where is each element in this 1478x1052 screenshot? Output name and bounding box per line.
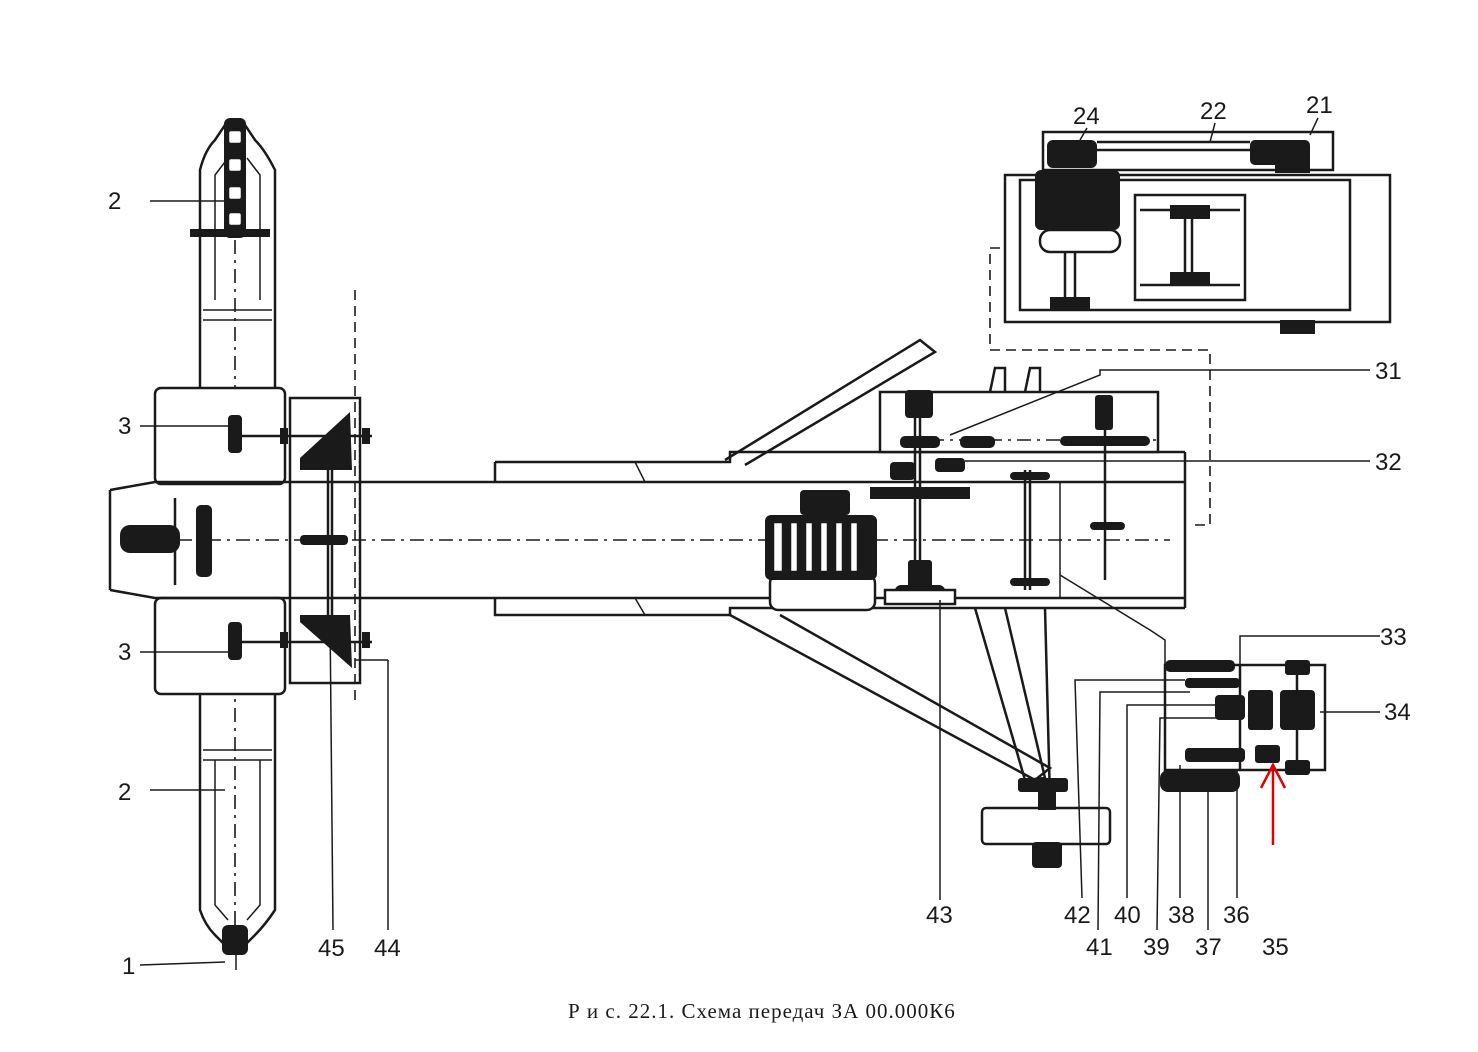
label-37: 37 <box>1195 934 1222 961</box>
label-3-top: 3 <box>118 413 131 440</box>
label-31: 31 <box>1375 358 1402 385</box>
label-45: 45 <box>318 935 345 962</box>
label-36: 36 <box>1223 902 1250 929</box>
label-22: 22 <box>1200 98 1227 125</box>
label-32: 32 <box>1375 449 1402 476</box>
label-24: 24 <box>1073 103 1100 130</box>
label-1: 1 <box>122 953 135 980</box>
label-33: 33 <box>1380 624 1407 651</box>
label-42: 42 <box>1064 902 1091 929</box>
label-2-top: 2 <box>108 188 121 215</box>
label-2-bottom: 2 <box>118 779 131 806</box>
label-43: 43 <box>926 902 953 929</box>
label-34: 34 <box>1384 699 1411 726</box>
label-21: 21 <box>1306 92 1333 119</box>
label-40: 40 <box>1114 902 1141 929</box>
label-3-bottom: 3 <box>118 639 131 666</box>
part-labels: 2 3 3 2 1 45 44 43 42 41 40 39 38 37 36 … <box>108 92 1411 980</box>
label-35: 35 <box>1262 934 1289 961</box>
label-39: 39 <box>1143 934 1170 961</box>
main-beam <box>108 338 1187 868</box>
label-38: 38 <box>1168 902 1195 929</box>
red-arrow <box>1259 762 1287 845</box>
leader-lines <box>139 117 1380 966</box>
label-44: 44 <box>374 935 401 962</box>
label-41: 41 <box>1086 934 1113 961</box>
gearbox-assembly <box>1059 574 1327 792</box>
figure-caption: Р и с. 22.1. Схема передач ЗА 00.000К6 <box>568 999 956 1023</box>
left-chain-conveyor <box>153 118 372 970</box>
drive-motor-unit <box>989 130 1392 526</box>
